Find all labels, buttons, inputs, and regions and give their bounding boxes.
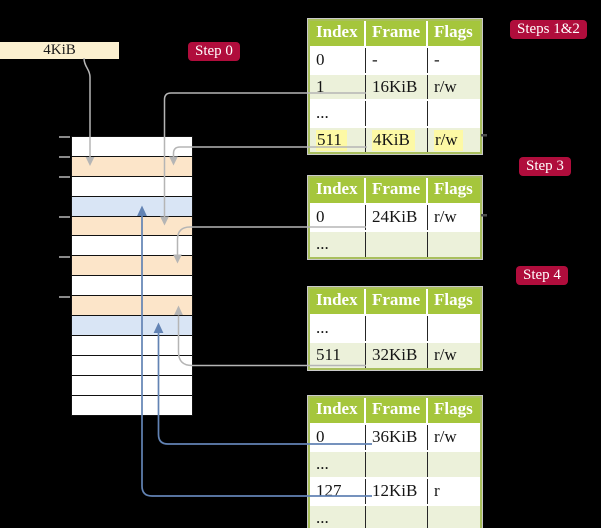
table-cell: 511 <box>310 127 366 152</box>
memory-frame-row-orange <box>72 256 192 277</box>
table-cell <box>366 506 428 528</box>
page-size-label: 4KiB <box>0 42 119 59</box>
memory-frame-row-white <box>72 236 192 257</box>
column-header: Flags <box>434 179 473 198</box>
table-row: ... <box>310 314 480 341</box>
memory-frame-row-white <box>72 137 192 157</box>
column-header: Frame <box>366 21 428 46</box>
badge-step-0: Step 0 <box>188 42 240 61</box>
table-cell: r/w <box>434 427 457 446</box>
table-cell <box>428 316 480 341</box>
table-cell: ... <box>310 232 366 257</box>
table-cell: 16KiB <box>366 74 428 99</box>
memory-frame-row-orange <box>72 296 192 317</box>
table-cell: 24KiB <box>366 205 428 230</box>
table-cell: 511 <box>310 343 366 368</box>
memory-tick <box>59 295 70 298</box>
table-cell <box>428 452 480 477</box>
highlighted-value: 4KiB <box>372 129 415 151</box>
table-row: 0-- <box>310 46 480 73</box>
memory-frame-row-white <box>72 176 192 197</box>
column-header: Flags <box>434 22 473 41</box>
memory-tick <box>59 255 70 258</box>
table-cell: ... <box>310 452 366 477</box>
table-cell <box>366 316 428 341</box>
memory-tick <box>59 135 70 138</box>
memory-frame-row-orange <box>72 216 192 237</box>
column-header: Frame <box>366 178 428 203</box>
table-cell: r/w <box>434 207 457 226</box>
table-row: ... <box>310 99 480 126</box>
column-header: Frame <box>366 398 428 423</box>
memory-tick <box>59 175 70 178</box>
table-row: 511 4KiB r/w <box>310 125 480 153</box>
table-cell: ... <box>310 316 366 341</box>
badge-step-3: Step 3 <box>519 157 571 176</box>
table-cell: 0 <box>310 425 366 450</box>
table-cell <box>428 506 480 528</box>
memory-frame-row-orange <box>72 156 192 177</box>
table-cell <box>428 101 480 126</box>
column-header: Flags <box>434 290 473 309</box>
physical-memory-column <box>71 136 193 417</box>
memory-tick <box>59 215 70 218</box>
table-cell: r/w <box>434 76 457 96</box>
table-cell <box>366 101 428 126</box>
table-cell <box>366 232 428 257</box>
memory-frame-row-white <box>72 355 192 376</box>
table-cell: r/w <box>428 128 480 153</box>
memory-frame-row-white <box>72 335 192 356</box>
table-cell: - <box>434 50 440 69</box>
table-cell: 36KiB <box>366 425 428 450</box>
column-header: Index <box>310 21 366 46</box>
column-header: Index <box>310 289 366 314</box>
badge-steps-1-2: Steps 1&2 <box>510 20 587 39</box>
table-cell: r/w <box>434 345 457 364</box>
memory-frame-row-blue <box>72 196 192 217</box>
memory-frame-row-white <box>72 395 192 416</box>
memory-frame-row-blue <box>72 316 192 336</box>
highlighted-value: 511 <box>316 129 347 151</box>
table-cell: 0 <box>310 48 366 73</box>
table-cell: ... <box>310 101 366 126</box>
memory-tick <box>59 155 70 158</box>
table-cell: r <box>434 481 440 500</box>
badge-step-4: Step 4 <box>516 266 568 285</box>
table-row: ... <box>310 450 480 477</box>
table-row: ... <box>310 504 480 528</box>
column-header: Flags <box>434 399 473 418</box>
table-cell: 0 <box>310 205 366 230</box>
table-row: ... <box>310 230 480 257</box>
table-cell <box>428 232 480 257</box>
table-cell <box>366 452 428 477</box>
table-cell: 12KiB <box>366 479 428 504</box>
table-cell: 4KiB <box>366 127 428 152</box>
highlighted-value: r/w <box>434 129 463 151</box>
column-header: Index <box>310 398 366 423</box>
memory-frame-row-white <box>72 276 192 297</box>
table-cell: - <box>366 48 428 73</box>
table-cell: 127 <box>310 479 366 504</box>
memory-frame-row-white <box>72 375 192 396</box>
table-cell: 1 <box>310 74 366 99</box>
table-cell: ... <box>310 506 366 528</box>
column-header: Index <box>310 178 366 203</box>
column-header: Frame <box>366 289 428 314</box>
table-cell: 32KiB <box>366 343 428 368</box>
